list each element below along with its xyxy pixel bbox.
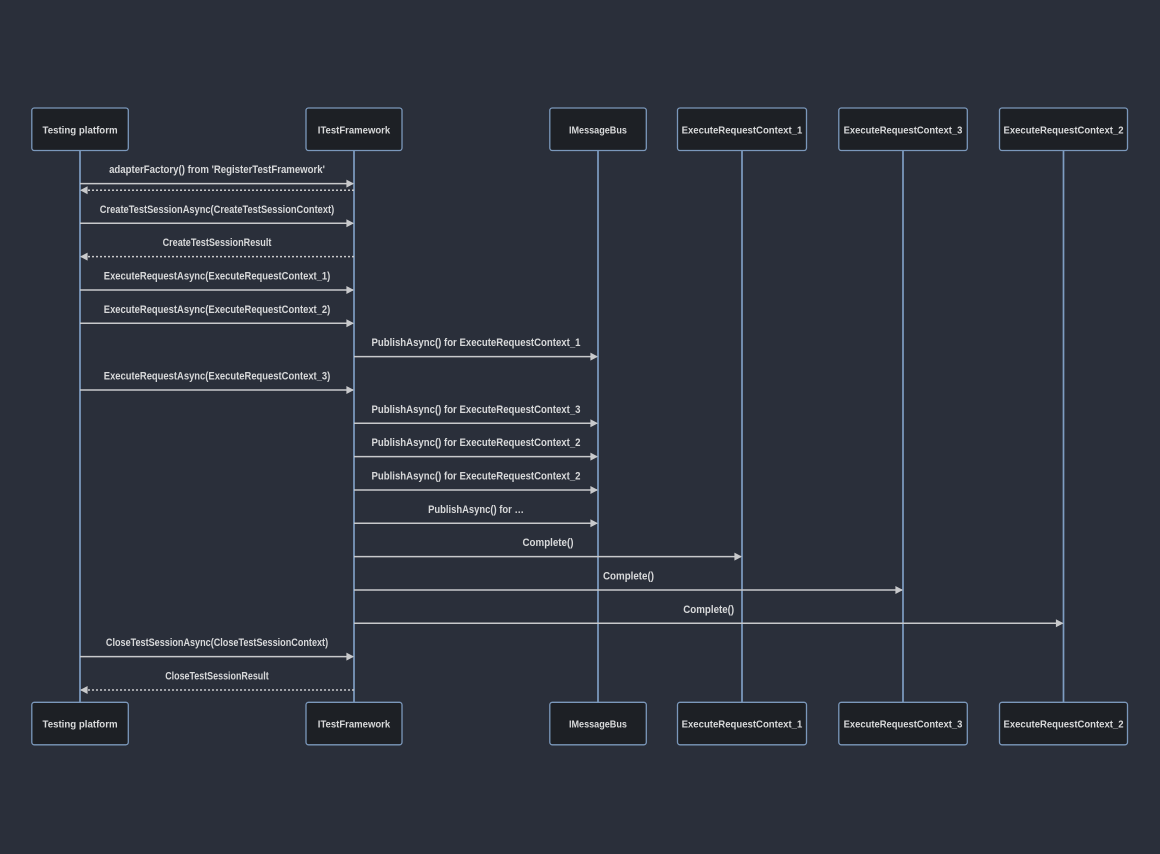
svg-text:PublishAsync() for ExecuteRequ: PublishAsync() for ExecuteRequestContext… — [372, 437, 581, 449]
svg-text:Complete(): Complete() — [523, 537, 574, 549]
svg-text:PublishAsync() for ExecuteRequ: PublishAsync() for ExecuteRequestContext… — [372, 404, 581, 416]
svg-text:PublishAsync() for ExecuteRequ: PublishAsync() for ExecuteRequestContext… — [372, 471, 581, 483]
svg-text:CreateTestSessionAsync(CreateT: CreateTestSessionAsync(CreateTestSession… — [100, 204, 335, 216]
svg-text:ExecuteRequestContext_3: ExecuteRequestContext_3 — [844, 124, 963, 136]
svg-text:ExecuteRequestContext_1: ExecuteRequestContext_1 — [682, 124, 803, 136]
svg-text:PublishAsync() for ExecuteRequ: PublishAsync() for ExecuteRequestContext… — [372, 337, 581, 349]
svg-text:IMessageBus: IMessageBus — [569, 719, 627, 731]
svg-text:ExecuteRequestAsync(ExecuteReq: ExecuteRequestAsync(ExecuteRequestContex… — [104, 271, 331, 283]
svg-text:CreateTestSessionResult: CreateTestSessionResult — [163, 237, 272, 249]
svg-text:ExecuteRequestContext_3: ExecuteRequestContext_3 — [844, 719, 963, 731]
svg-text:ExecuteRequestContext_2: ExecuteRequestContext_2 — [1004, 124, 1124, 136]
svg-text:Testing platform: Testing platform — [43, 719, 118, 731]
svg-text:ExecuteRequestContext_2: ExecuteRequestContext_2 — [1004, 719, 1124, 731]
svg-text:Complete(): Complete() — [603, 571, 654, 583]
svg-text:ExecuteRequestAsync(ExecuteReq: ExecuteRequestAsync(ExecuteRequestContex… — [104, 304, 331, 316]
svg-text:adapterFactory() from 'Registe: adapterFactory() from 'RegisterTestFrame… — [109, 164, 325, 176]
svg-text:IMessageBus: IMessageBus — [569, 124, 627, 136]
svg-text:Complete(): Complete() — [683, 604, 734, 616]
svg-text:CloseTestSessionAsync(CloseTes: CloseTestSessionAsync(CloseTestSessionCo… — [106, 637, 329, 649]
svg-text:ExecuteRequestContext_1: ExecuteRequestContext_1 — [682, 719, 803, 731]
svg-text:ITestFramework: ITestFramework — [318, 719, 391, 731]
svg-text:Testing platform: Testing platform — [43, 124, 118, 136]
svg-text:ExecuteRequestAsync(ExecuteReq: ExecuteRequestAsync(ExecuteRequestContex… — [104, 371, 331, 383]
svg-text:CloseTestSessionResult: CloseTestSessionResult — [165, 671, 269, 683]
svg-text:ITestFramework: ITestFramework — [318, 124, 391, 136]
svg-text:PublishAsync() for …: PublishAsync() for … — [428, 504, 524, 516]
